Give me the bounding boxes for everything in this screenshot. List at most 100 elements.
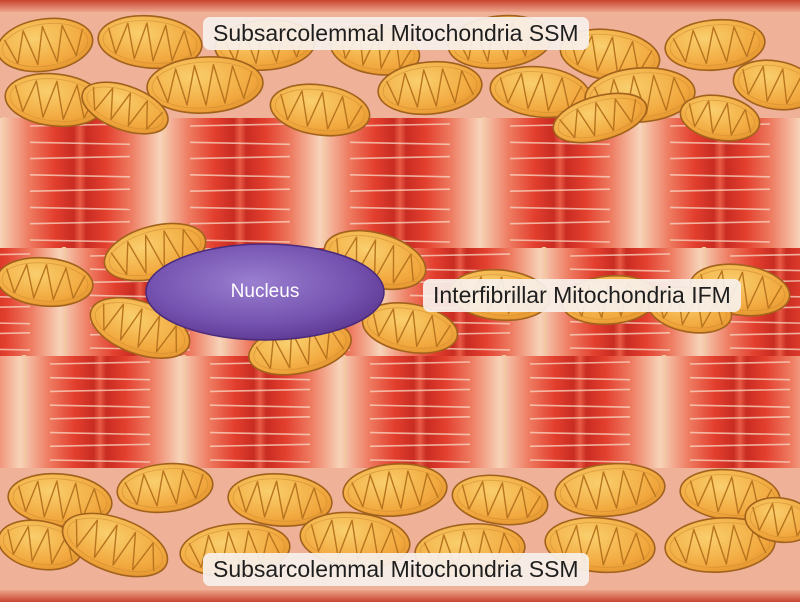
z-disc [502,355,506,464]
striation-line [669,206,771,211]
striation-line [189,174,291,178]
striation-line [369,376,471,381]
mitochondrion [0,256,94,308]
mitochondrion [664,18,766,72]
striation-line [689,443,791,448]
striation-line [509,174,611,178]
striation-line [349,141,451,146]
sarcolemma-top [0,0,800,12]
striation-line [29,220,131,225]
striation-line [209,388,311,393]
striation-line [209,376,311,381]
mitochondrion [744,496,800,544]
z-disc [482,117,486,244]
striation-line [29,155,131,160]
mitochondrion [554,462,666,518]
striation-line [0,348,31,351]
striation-line [689,376,791,381]
mitochondrion [81,81,169,135]
striation-line [669,239,771,243]
sarcomere [320,118,480,248]
striation-line [569,253,671,257]
striation-line [349,220,451,225]
ssm-bottom-label: Subsarcolemmal Mitochondria SSM [203,553,589,586]
striation-line [689,388,791,393]
striation-line [189,206,291,211]
mitochondrion [342,463,448,517]
striation-line [349,188,451,192]
striation-line [209,404,311,408]
mitochondrion [227,473,333,527]
striation-line [729,347,800,351]
striation-line [509,239,611,243]
striation-line [349,206,451,211]
mitochondrion [552,92,648,144]
striation-line [29,174,131,178]
z-disc [22,355,26,464]
striation-line [369,459,471,463]
striation-line [529,443,631,448]
z-disc [182,355,186,464]
striation-line [349,174,451,178]
mitochondria-layer [0,14,800,578]
striation-line [669,155,771,160]
striation-line [689,431,791,436]
striation-line [349,155,451,160]
sarcomere [500,356,660,468]
striation-line [369,404,471,408]
nucleus [145,243,385,341]
striation-line [669,141,771,146]
striation-line [189,220,291,225]
striation-line [189,188,291,192]
striation-line [209,459,311,463]
striation-line [29,206,131,211]
striation-line [369,361,471,365]
sarcomere [0,356,20,468]
striation-line [529,376,631,381]
striation-line [49,361,151,365]
sarcomere [180,356,340,468]
striation-line [529,431,631,436]
striation-line [509,206,611,211]
striation-line [349,123,451,127]
striation-line [569,268,671,272]
striation-line [189,141,291,146]
striation-line [49,459,151,463]
z-disc [342,355,346,464]
striation-line [529,404,631,408]
striation-line [209,431,311,436]
striation-line [369,388,471,393]
ssm-top-label: Subsarcolemmal Mitochondria SSM [203,17,589,50]
sarcomere [20,356,180,468]
striation-line [209,443,311,448]
sarcolemma-bottom [0,590,800,602]
striation-line [689,459,791,463]
mitochondrion [679,94,761,142]
mitochondrion [0,17,94,73]
striation-line [189,123,291,127]
mitochondrion [732,59,800,111]
z-disc [662,355,666,464]
mitochondrion [451,474,549,526]
striation-line [689,404,791,408]
striation-line [669,220,771,225]
striation-line [0,322,31,325]
striation-line [49,388,151,393]
striation-line [509,220,611,225]
striation-line [569,332,671,336]
striation-line [49,431,151,436]
striation-line [669,188,771,192]
striation-line [369,431,471,436]
ifm-label: Interfibrillar Mitochondria IFM [423,279,741,312]
z-disc [2,117,6,244]
striation-line [49,376,151,381]
striation-line [189,155,291,160]
striation-line [689,416,791,420]
sarcomere [660,356,800,468]
striation-line [49,404,151,408]
mitochondrion [61,512,169,578]
striation-line [729,332,800,336]
striation-line [509,141,611,146]
